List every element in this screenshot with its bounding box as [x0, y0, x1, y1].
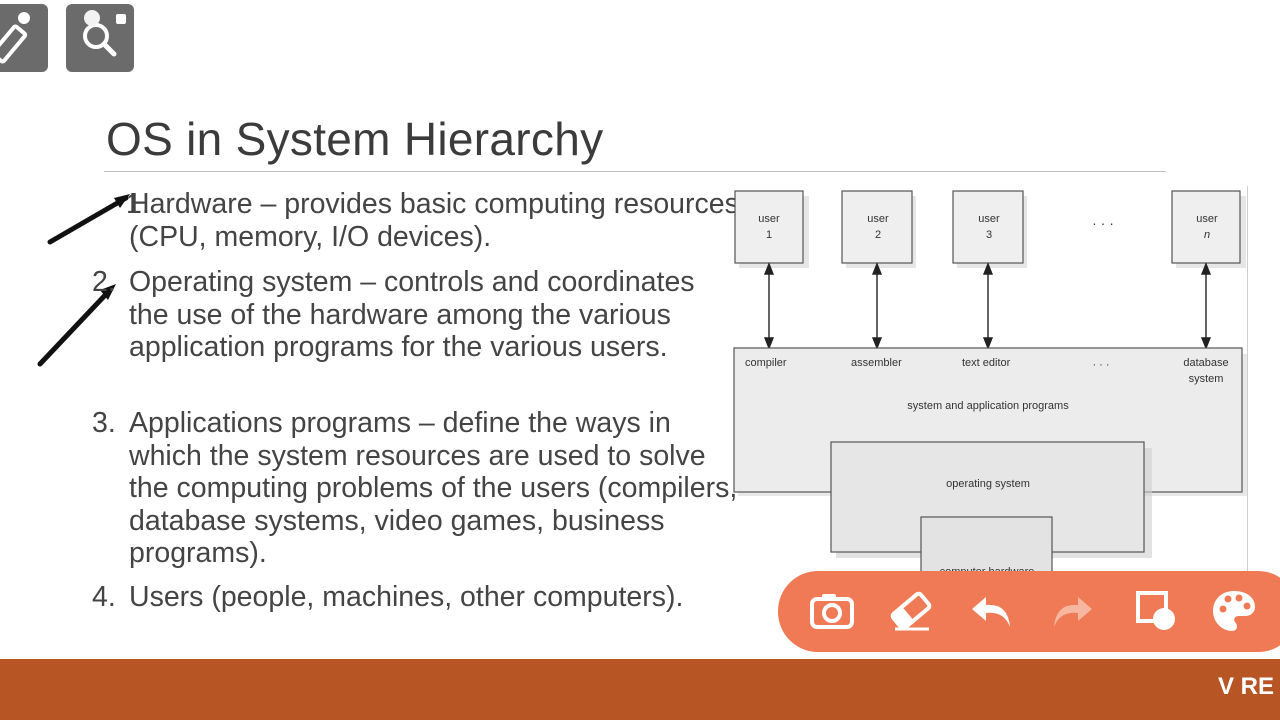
zoom-tool-button[interactable]: [66, 4, 134, 72]
program-label: database: [1183, 357, 1228, 369]
undo-icon[interactable]: [966, 585, 1018, 637]
user-box: user n: [1171, 190, 1246, 268]
svg-text:user: user: [867, 213, 889, 225]
annotation-toolbar: [778, 571, 1280, 652]
camera-icon[interactable]: [806, 585, 858, 637]
svg-text:3: 3: [986, 229, 992, 241]
list-number: 2.: [92, 266, 116, 298]
program-label: · · ·: [1092, 359, 1109, 371]
shape-icon[interactable]: [1130, 585, 1182, 637]
pen-icon: [0, 12, 30, 64]
os-layer-label: operating system: [946, 478, 1030, 490]
magnifier-icon: [83, 10, 126, 57]
user-box: user 2: [841, 190, 916, 268]
footer-bar: V RE: [0, 659, 1280, 720]
svg-text:user: user: [1196, 213, 1218, 225]
user-box: user 3: [952, 190, 1027, 268]
palette-icon[interactable]: [1208, 585, 1260, 637]
redo-icon[interactable]: [1046, 585, 1098, 637]
svg-text:1: 1: [766, 229, 772, 241]
users-ellipsis: · · ·: [1092, 215, 1114, 231]
slide-edge: [1247, 186, 1248, 576]
program-label: assembler: [851, 357, 902, 369]
list-text: Hardware – provides basic computing reso…: [129, 188, 739, 253]
svg-text:user: user: [758, 213, 780, 225]
user-box: user 1: [734, 190, 809, 268]
program-label: compiler: [745, 357, 787, 369]
eraser-icon[interactable]: [885, 585, 937, 637]
program-label: system: [1189, 373, 1224, 385]
title-divider: [104, 171, 1166, 172]
footer-brand: V RE: [1217, 673, 1274, 700]
pen-tool-button[interactable]: [0, 4, 48, 72]
list-number: 1.: [126, 188, 150, 220]
system-hierarchy-diagram: user 1 user 2 user 3 · · · user n: [733, 186, 1253, 593]
apps-layer-label: system and application programs: [907, 400, 1069, 412]
list-text: Applications programs – define the ways …: [129, 407, 738, 569]
svg-text:2: 2: [875, 229, 881, 241]
svg-text:n: n: [1204, 229, 1210, 241]
list-number: 4.: [92, 581, 116, 613]
connector-arrows: [763, 262, 1212, 350]
program-label: text editor: [962, 357, 1011, 369]
svg-text:user: user: [978, 213, 1000, 225]
annotation-arrows: [37, 194, 130, 367]
slide-title: OS in System Hierarchy: [106, 113, 604, 165]
list-text: Users (people, machines, other computers…: [129, 581, 684, 613]
list-number: 3.: [92, 407, 116, 439]
list-text: Operating system – controls and coordina…: [129, 266, 695, 363]
